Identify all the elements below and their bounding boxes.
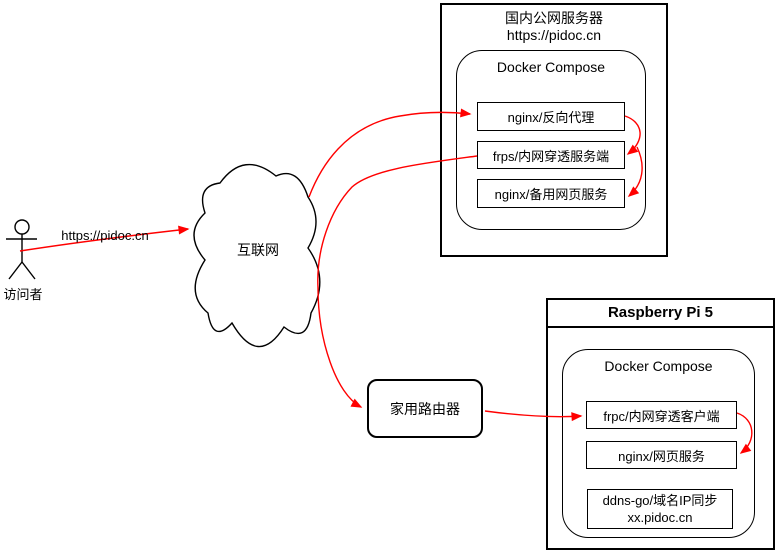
service-nginx-reverse-proxy: nginx/反向代理 xyxy=(477,102,625,131)
service-frps-server: frps/内网穿透服务端 xyxy=(477,141,625,169)
service-frpc-client: frpc/内网穿透客户端 xyxy=(586,401,737,429)
public-server-url: https://pidoc.cn xyxy=(506,27,602,43)
visitor-actor-icon xyxy=(6,219,37,280)
public-server-title: 国内公网服务器 xyxy=(505,10,603,26)
public-server-title-block: 国内公网服务器 https://pidoc.cn xyxy=(442,5,666,44)
service-nginx-backup-web: nginx/备用网页服务 xyxy=(477,179,625,208)
service-nginx-web: nginx/网页服务 xyxy=(586,441,737,469)
home-router-box: 家用路由器 xyxy=(367,379,483,438)
visitor-request-label: https://pidoc.cn xyxy=(61,228,149,243)
ddns-line1: ddns-go/域名IP同步 xyxy=(602,493,718,508)
raspberry-pi-title: Raspberry Pi 5 xyxy=(548,300,773,328)
ddns-line2: xx.pidoc.cn xyxy=(627,510,693,525)
docker-compose-title-server: Docker Compose xyxy=(496,59,606,75)
internet-label: 互联网 xyxy=(237,242,279,258)
visitor-label: 访问者 xyxy=(3,287,43,302)
docker-compose-title-raspberry: Docker Compose xyxy=(604,358,713,374)
service-ddns-go: ddns-go/域名IP同步 xx.pidoc.cn xyxy=(587,489,733,529)
